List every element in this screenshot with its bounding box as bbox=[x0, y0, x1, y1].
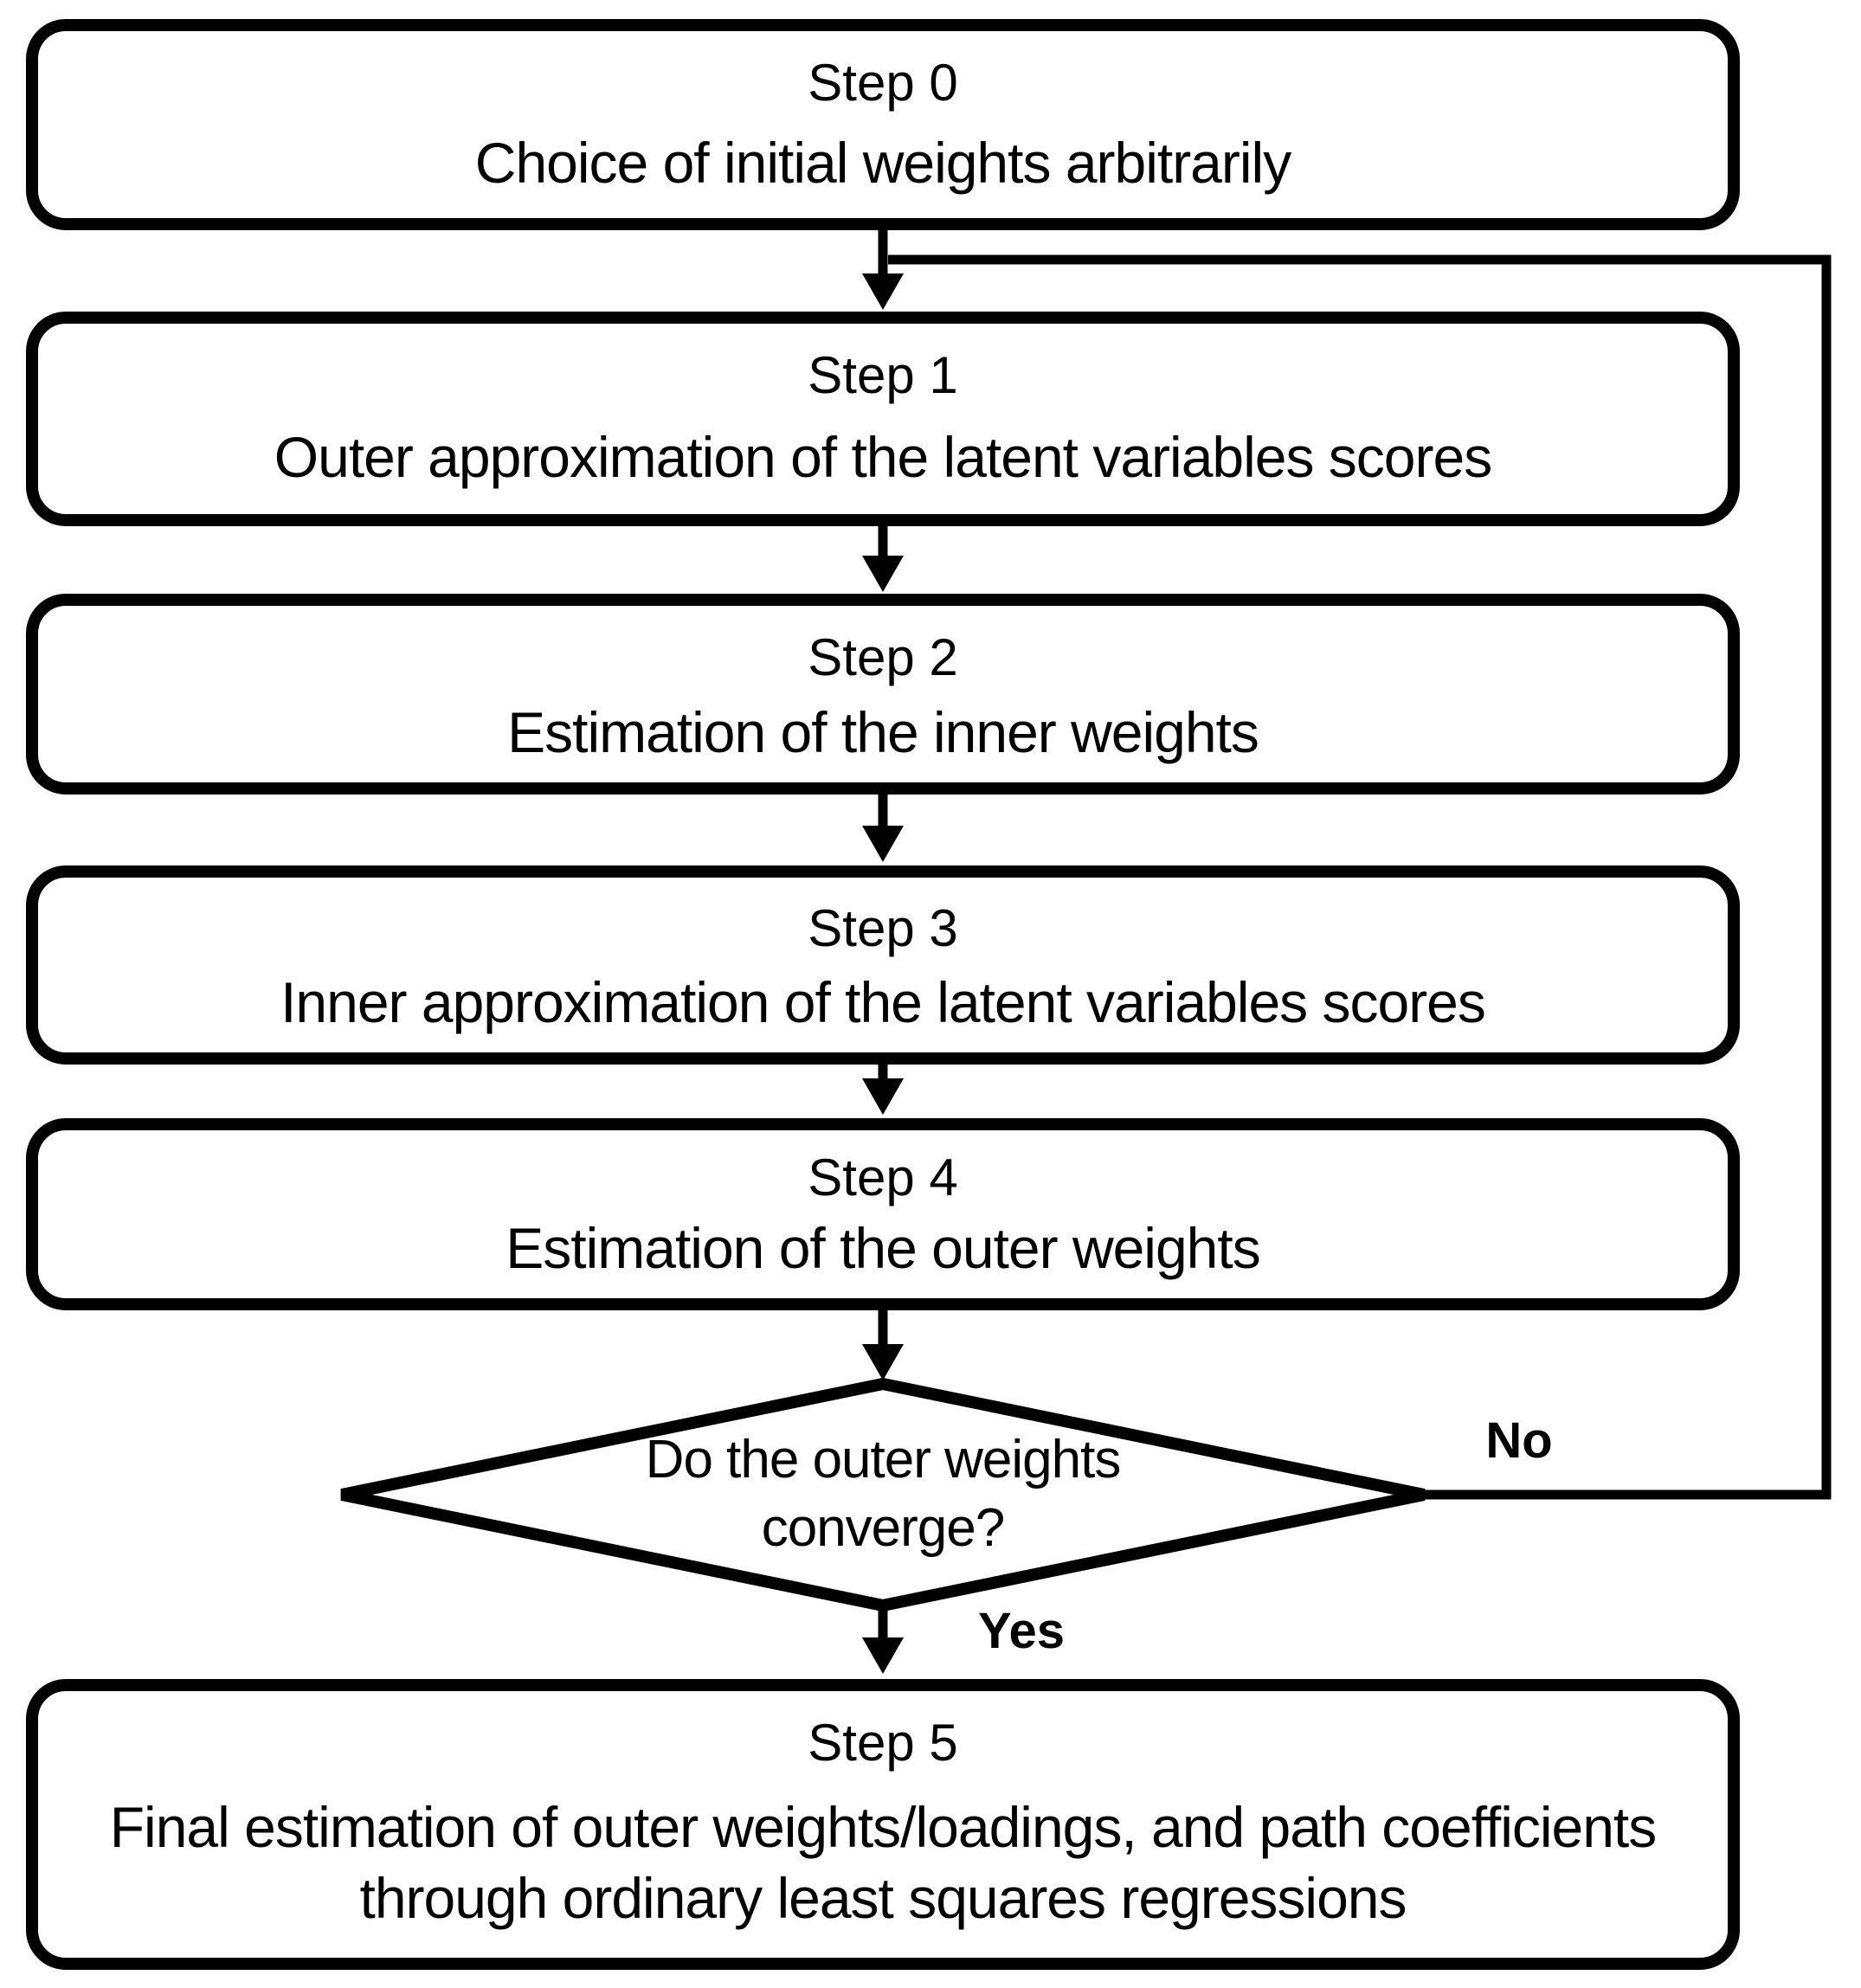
yes-branch-label: Yes bbox=[978, 1603, 1065, 1659]
step-4-description: Estimation of the outer weights bbox=[505, 1216, 1260, 1281]
step-2-description: Estimation of the inner weights bbox=[507, 700, 1259, 765]
feedback-loop-line bbox=[888, 254, 1832, 1500]
no-branch-label: No bbox=[1485, 1412, 1553, 1469]
step-3-description: Inner approximation of the latent variab… bbox=[280, 970, 1486, 1035]
arrow-step1-step2 bbox=[862, 523, 904, 592]
arrowhead-icon bbox=[862, 826, 904, 862]
arrow-step2-step3 bbox=[862, 791, 904, 862]
arrowhead-icon bbox=[862, 1344, 904, 1380]
step-5-description: Final estimation of outer weights/loadin… bbox=[109, 1795, 1658, 1930]
decision-question: Do the outer weights converge? bbox=[645, 1430, 1122, 1558]
arrowhead-icon bbox=[862, 1637, 904, 1674]
step-2-title: Step 2 bbox=[808, 628, 958, 686]
arrowhead-icon bbox=[862, 556, 904, 592]
step-0-title: Step 0 bbox=[808, 54, 958, 112]
step-5-title: Step 5 bbox=[808, 1714, 958, 1772]
decision-diamond bbox=[340, 1377, 1426, 1612]
step-0-description: Choice of initial weights arbitrarily bbox=[474, 131, 1291, 196]
step-1-box: Step 1 Outer approximation of the latent… bbox=[26, 312, 1740, 526]
step-3-title: Step 3 bbox=[808, 899, 958, 958]
arrowhead-icon bbox=[862, 273, 904, 310]
step-4-title: Step 4 bbox=[808, 1148, 958, 1207]
step-4-box: Step 4 Estimation of the outer weights bbox=[26, 1118, 1740, 1310]
arrow-step4-decision bbox=[862, 1307, 904, 1380]
arrowhead-icon bbox=[862, 1078, 904, 1115]
arrow-decision-step5 bbox=[862, 1605, 904, 1674]
step-3-box: Step 3 Inner approximation of the latent… bbox=[26, 865, 1740, 1065]
step-2-box: Step 2 Estimation of the inner weights bbox=[26, 594, 1740, 795]
step-1-title: Step 1 bbox=[808, 346, 958, 404]
step-0-box: Step 0 Choice of initial weights arbitra… bbox=[26, 19, 1740, 230]
step-1-description: Outer approximation of the latent variab… bbox=[274, 425, 1492, 490]
step-5-box: Step 5 Final estimation of outer weights… bbox=[26, 1679, 1740, 1970]
arrow-step0-step1 bbox=[862, 227, 904, 310]
arrow-step3-step4 bbox=[862, 1061, 904, 1115]
